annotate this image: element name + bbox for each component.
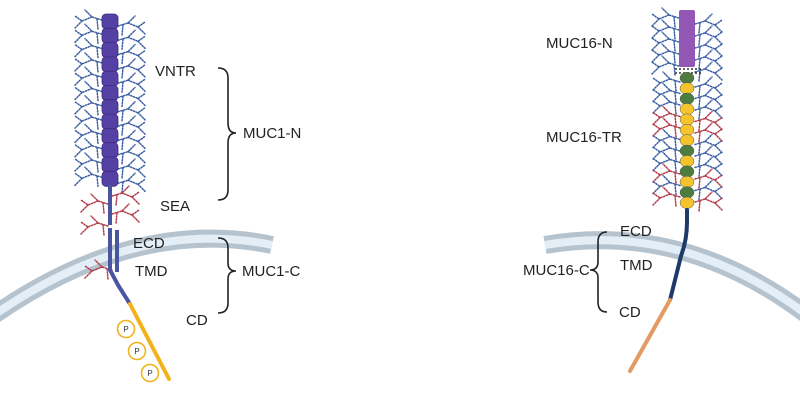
label-muc16-tr: MUC16-TR: [546, 129, 622, 146]
label-muc1-c: MUC1-C: [242, 263, 301, 280]
label-muc16-n: MUC16-N: [546, 35, 613, 52]
label-ecd-right: ECD: [620, 223, 652, 240]
svg-text:P: P: [147, 369, 152, 378]
svg-text:P: P: [134, 347, 139, 356]
svg-text:P: P: [123, 325, 128, 334]
muc16-tandem-repeats: [679, 71, 695, 209]
label-sea: SEA: [160, 198, 191, 215]
label-vntr: VNTR: [155, 63, 196, 80]
cell-membrane-left: [0, 229, 274, 322]
label-cd-left: CD: [186, 312, 208, 329]
label-tmd-right: TMD: [620, 257, 653, 274]
muc16-glycan-chains: [651, 7, 723, 212]
muc16-stalk: [668, 208, 689, 302]
muc16-cytoplasmic-tail: [628, 298, 672, 373]
muc1-glycan-chains: [74, 9, 146, 280]
label-muc16-c: MUC16-C: [523, 262, 590, 279]
label-muc1-n: MUC1-N: [243, 125, 302, 142]
bracket-muc1-c: [217, 237, 237, 314]
muc16-n-domain: [675, 10, 701, 74]
label-ecd-left: ECD: [133, 235, 165, 252]
phosphorylation-sites: P P P: [116, 319, 160, 383]
cell-membrane-right: [543, 231, 800, 321]
bracket-muc1-n: [217, 67, 237, 201]
muc1-cytoplasmic-tail: [128, 302, 171, 381]
muc1-stalk: [108, 185, 132, 306]
bracket-muc16-c: [589, 231, 608, 313]
muc1-vntr-domain: [101, 13, 119, 187]
label-cd-right: CD: [619, 304, 641, 321]
label-tmd-left: TMD: [135, 263, 168, 280]
